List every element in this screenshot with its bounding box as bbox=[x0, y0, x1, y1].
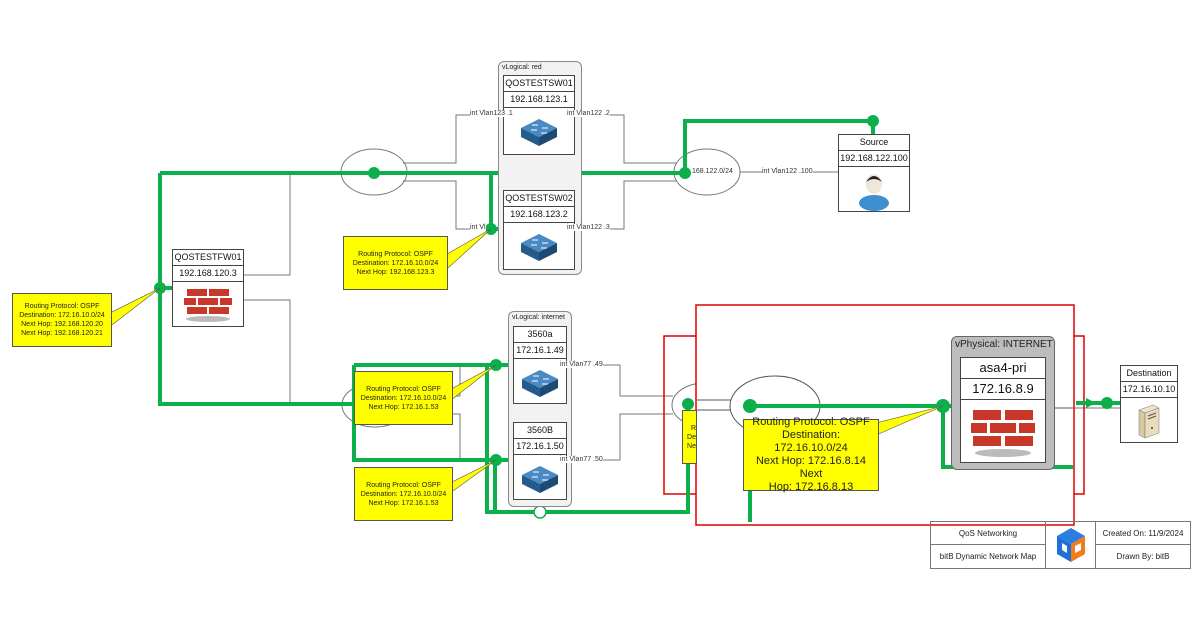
routing-callout-3560a: Routing Protocol: OSPF Destination: 172.… bbox=[354, 371, 453, 425]
callout-line: R bbox=[690, 424, 696, 432]
path-node bbox=[867, 115, 879, 127]
callout-line: Routing Protocol: OSPF bbox=[366, 481, 441, 489]
device-asa4-pri[interactable]: asa4-pri 172.16.8.9 bbox=[960, 357, 1046, 463]
device-ip: 192.168.120.3 bbox=[173, 266, 243, 282]
callout-line: Next Hop: 172.16.1.53 bbox=[368, 499, 439, 507]
device-ip: 172.16.1.50 bbox=[514, 439, 566, 455]
device-ip: 172.16.10.10 bbox=[1121, 382, 1177, 398]
group-label: vLogical: red bbox=[502, 64, 542, 71]
callout-line: Destination: 172.16.10.0/24 bbox=[360, 394, 447, 402]
routing-callout-sw02: Routing Protocol: OSPF Destination: 172.… bbox=[343, 236, 448, 290]
device-ip: 192.168.123.2 bbox=[504, 207, 574, 223]
callout-line: Destination: 172.16.10.0/24 bbox=[19, 312, 105, 319]
path-node-open bbox=[533, 505, 547, 519]
callout-line: Next Hop: 172.16.1.53 bbox=[368, 403, 439, 411]
user-icon bbox=[839, 167, 909, 216]
path-node bbox=[743, 399, 757, 413]
switch-icon bbox=[504, 108, 574, 157]
device-ip: 172.16.1.49 bbox=[514, 343, 566, 359]
callout-line: Routing Protocol: OSPF bbox=[366, 385, 441, 393]
device-name: 3560B bbox=[514, 423, 566, 439]
path-node bbox=[1101, 397, 1113, 409]
callout-line: Next Hop: 192.168.120.20 bbox=[21, 321, 103, 328]
interface-label: int Vlan122 .2 bbox=[567, 110, 610, 117]
interface-label: int Vl bbox=[470, 224, 486, 231]
device-name: QOSTESTSW01 bbox=[504, 76, 574, 92]
bitb-logo-icon bbox=[1046, 522, 1096, 568]
callout-line: De bbox=[687, 433, 696, 441]
callout-line: Routing Protocol: OSPF bbox=[752, 416, 870, 428]
device-name: asa4-pri bbox=[961, 358, 1045, 379]
device-ip: 192.168.123.1 bbox=[504, 92, 574, 108]
path-node bbox=[679, 167, 691, 179]
device-destination[interactable]: Destination 172.16.10.10 bbox=[1120, 365, 1178, 443]
device-ip: 172.16.8.9 bbox=[961, 379, 1045, 400]
device-name: Destination bbox=[1121, 366, 1177, 382]
firewall-icon bbox=[173, 282, 243, 331]
device-name: Source bbox=[839, 135, 909, 151]
callout-line: Next Hop: 172.16.8.14 Next bbox=[755, 455, 867, 480]
group-label: vPhysical: INTERNET bbox=[955, 339, 1053, 350]
routing-callout-fw01: Routing Protocol: OSPF Destination: 172.… bbox=[12, 293, 112, 347]
device-ip: 192.168.122.100 bbox=[839, 151, 909, 167]
device-source[interactable]: Source 192.168.122.100 bbox=[838, 134, 910, 212]
device-name: QOSTESTFW01 bbox=[173, 250, 243, 266]
created-on: Created On: 11/9/2024 bbox=[1096, 522, 1190, 545]
device-qostestsw01[interactable]: QOSTESTSW01 192.168.123.1 bbox=[503, 75, 575, 155]
server-icon bbox=[1121, 398, 1177, 447]
routing-callout-partial: R De Ne bbox=[682, 410, 697, 464]
device-3560b[interactable]: 3560B 172.16.1.50 bbox=[513, 422, 567, 500]
callout-line: Hop: 172.16.8.13 bbox=[768, 481, 854, 493]
group-label: vLogical: internet bbox=[512, 314, 565, 321]
device-qostestsw02[interactable]: QOSTESTSW02 192.168.123.2 bbox=[503, 190, 575, 270]
routing-callout-asa: Routing Protocol: OSPF Destination: 172.… bbox=[743, 416, 879, 493]
device-name: 3560a bbox=[514, 327, 566, 343]
device-3560a[interactable]: 3560a 172.16.1.49 bbox=[513, 326, 567, 404]
callout-line: Destination: 172.16.10.0/24 bbox=[352, 259, 439, 267]
callout-line: Destination: 172.16.10.0/24 bbox=[774, 429, 848, 454]
callout-line: Routing Protocol: OSPF bbox=[24, 303, 100, 310]
interface-label: int Vlan77 .50 bbox=[560, 456, 603, 463]
switch-icon bbox=[514, 455, 566, 504]
firewall-icon bbox=[961, 400, 1045, 465]
callout-line: Destination: 172.16.10.0/24 bbox=[360, 490, 447, 498]
map-title: QoS Networking bbox=[931, 522, 1046, 545]
interface-label: int Vlan122 .100 bbox=[762, 168, 813, 175]
interface-label: int Vlan123 .1 bbox=[470, 110, 513, 117]
title-block: QoS Networking Created On: 11/9/2024 bit… bbox=[930, 521, 1191, 569]
device-name: QOSTESTSW02 bbox=[504, 191, 574, 207]
path-node bbox=[368, 167, 380, 179]
drawn-by: Drawn By: bitB bbox=[1116, 552, 1170, 561]
switch-icon bbox=[514, 359, 566, 408]
path-node bbox=[682, 398, 694, 410]
interface-label: int Vlan122 .3 bbox=[567, 224, 610, 231]
callout-line: Next Hop: 192.168.120.21 bbox=[21, 330, 103, 337]
subnet-label: 168.122.0/24 bbox=[692, 168, 733, 175]
switch-icon bbox=[504, 223, 574, 272]
routing-callout-3560b: Routing Protocol: OSPF Destination: 172.… bbox=[354, 467, 453, 521]
device-qostestfw01[interactable]: QOSTESTFW01 192.168.120.3 bbox=[172, 249, 244, 327]
interface-label: int Vlan77 .49 bbox=[560, 361, 603, 368]
callout-line: Routing Protocol: OSPF bbox=[358, 250, 433, 258]
callout-line: Next Hop: 192.168.123.3 bbox=[356, 268, 435, 276]
map-subtitle: bitB Dynamic Network Map bbox=[931, 545, 1046, 568]
callout-line: Ne bbox=[687, 442, 696, 450]
